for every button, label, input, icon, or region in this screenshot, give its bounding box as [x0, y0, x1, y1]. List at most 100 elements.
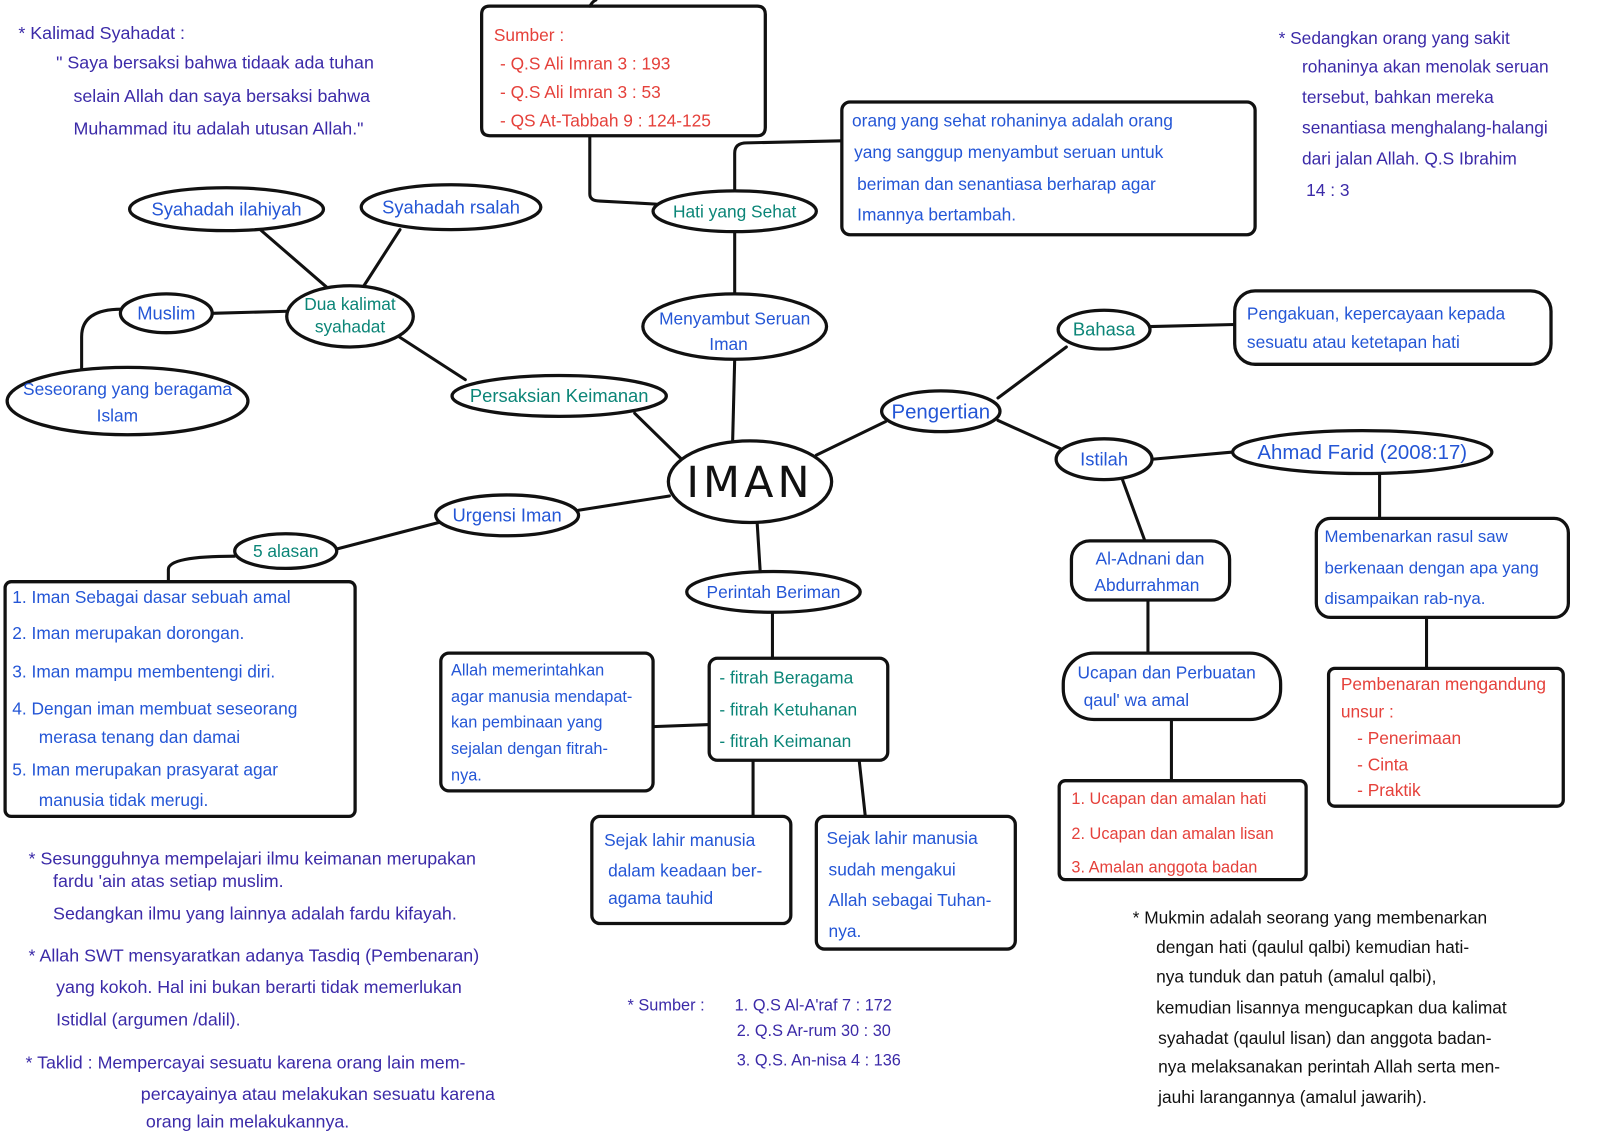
center-label: IMAN — [686, 458, 813, 508]
node-label: Syahadah rsalah — [382, 196, 520, 217]
link-istilah-al-adnani — [1120, 478, 1147, 543]
node-menyambut-seruan-iman: Menyambut Seruan Iman — [641, 292, 829, 361]
link-fitrah-tujuan — [651, 723, 711, 729]
node-iman-center: IMAN — [666, 439, 834, 525]
box-line: sesuatu atau ketetapan hati — [1247, 332, 1460, 352]
list-item: 5. Iman merupakan prasyarat agar — [12, 760, 278, 780]
note-line: nya melaksanakan perintah Allah serta me… — [1158, 1057, 1500, 1077]
note-line: * Taklid : Mempercayai sesuatu karena or… — [26, 1052, 466, 1072]
node-perintah-beriman: Perintah Beriman — [685, 569, 862, 614]
node-outline — [880, 389, 1002, 434]
note-line: * Sesungguhnya mempelajari ilmu keimanan… — [29, 848, 476, 868]
box-line: berkenaan dengan apa yang — [1324, 559, 1538, 578]
node-outline — [285, 284, 415, 349]
box-line: dalam keadaan ber- — [608, 861, 762, 881]
node-outline — [233, 532, 339, 571]
box-sejak-lahir-mengakui: Sejak lahir manusia sudah mengakui Allah… — [814, 814, 1017, 951]
link-hati-sehat-penjelasan — [733, 139, 844, 194]
node-seseorang-beragama-islam: Seseorang yang beragama Islam — [5, 365, 250, 437]
note-line: yang kokoh. Hal ini bukan berarti tidak … — [56, 977, 462, 997]
box-line: - fitrah Beragama — [719, 668, 853, 688]
box-outline — [1233, 289, 1553, 366]
node-outline — [685, 569, 862, 614]
box-rincian-ucapan-amalan: 1. Ucapan dan amalan hati 2. Ucapan dan … — [1057, 779, 1308, 882]
node-syahadah-ilahiyah: Syahadah ilahiyah — [127, 186, 326, 233]
box-definisi-bahasa: Pengakuan, kepercayaan kepada sesuatu at… — [1233, 289, 1553, 366]
node-hati-sehat: Hati yang Sehat — [651, 189, 818, 234]
link-dua-kalimat-persaksian — [394, 333, 467, 382]
note-line: " Saya bersaksi bahwa tidaak ada tuhan — [56, 52, 374, 72]
box-line: - fitrah Keimanan — [719, 731, 851, 751]
node-outline — [118, 292, 214, 335]
sumber-item: 2. Q.S Ar-rum 30 : 30 — [737, 1022, 891, 1040]
node-label: Ahmad Farid (2008:17) — [1257, 442, 1467, 464]
node-label: Abdurrahman — [1094, 575, 1199, 595]
box-definisi-ahmad-farid: Membenarkan rasul saw berkenaan dengan a… — [1314, 516, 1570, 620]
list-item: merasa tenang dan damai — [39, 727, 240, 747]
note-line: kemudian lisannya mengucapkan dua kalima… — [1156, 997, 1507, 1017]
link-iman-perintah — [755, 520, 762, 574]
node-5-alasan: 5 alasan — [233, 532, 339, 571]
link-istilah-ahmad-farid — [1150, 450, 1235, 461]
node-outline — [641, 292, 829, 361]
link-iman-urgensi — [577, 494, 671, 512]
connector-lines — [80, 134, 1429, 818]
link-persaksian-iman — [633, 411, 684, 461]
note-line: syahadat (qaulul lisan) dan anggota bada… — [1158, 1028, 1491, 1048]
note-line: rohaninya akan menolak seruan — [1302, 56, 1549, 76]
box-line: Pengakuan, kepercayaan kepada — [1247, 303, 1506, 323]
node-outline — [666, 439, 834, 525]
node-label: Hati yang Sehat — [673, 201, 796, 221]
link-pengertian-bahasa — [996, 345, 1068, 400]
note-line: tersebut, bahkan mereka — [1302, 87, 1494, 107]
node-outline — [1054, 437, 1154, 482]
node-dua-kalimat-syahadat: Dua kalimat syahadat — [285, 284, 415, 349]
node-urgensi-iman: Urgensi Iman — [434, 493, 581, 538]
box-line: disampaikan rab-nya. — [1324, 589, 1485, 608]
node-label: Istilah — [1080, 448, 1128, 469]
box-line: - Cinta — [1357, 754, 1408, 774]
note-mukmin: * Mukmin adalah seorang yang membenarkan… — [1133, 908, 1507, 1108]
sumber-box-hati-sehat: Sumber : - Q.S Ali Imran 3 : 193 - Q.S A… — [480, 0, 767, 138]
link-ilahiyah-dua-kalimat — [258, 228, 331, 291]
link-muslim-seseorang — [80, 307, 123, 370]
note-fardu-ain: * Sesungguhnya mempelajari ilmu keimanan… — [29, 848, 476, 923]
note-kalimat-syahadat: * Kalimad Syahadat : " Saya bersaksi bah… — [18, 23, 374, 139]
note-line: dengan hati (qaulul qalbi) kemudian hati… — [1156, 937, 1469, 957]
node-label: Menyambut Seruan — [659, 309, 810, 329]
sumber-item: - Q.S Ali Imran 3 : 53 — [500, 82, 661, 102]
box-line: Allah sebagai Tuhan- — [829, 890, 992, 910]
node-syahadah-risalah: Syahadah rsalah — [359, 183, 543, 232]
note-taklid: * Taklid : Mempercayai sesuatu karena or… — [26, 1052, 495, 1131]
note-sakit-rohani: * Sedangkan orang yang sakit rohaninya a… — [1279, 28, 1549, 200]
note-line: percayainya atau melakukan sesuatu karen… — [141, 1084, 495, 1104]
node-outline — [1061, 651, 1283, 722]
node-outline — [5, 365, 250, 437]
box-line: agar manusia mendapat- — [451, 688, 632, 706]
link-alasan-list — [166, 554, 237, 584]
node-label: Perintah Beriman — [707, 582, 841, 602]
box-line: 1. Ucapan dan amalan hati — [1071, 790, 1266, 808]
sumber-label: Sumber : — [494, 25, 564, 45]
link-iman-pengertian — [814, 419, 888, 457]
link-pengertian-istilah — [996, 418, 1063, 451]
node-label: Pengertian — [891, 401, 990, 423]
box-line: sudah mengakui — [829, 860, 956, 880]
note-line: * Mukmin adalah seorang yang membenarkan — [1133, 908, 1487, 928]
node-label: Syahadah ilahiyah — [152, 198, 302, 219]
box-line: Sejak lahir manusia — [604, 830, 756, 850]
link-sumber-hati-sehat — [588, 134, 658, 206]
sumber-item: - QS At-Tabbah 9 : 124-125 — [500, 111, 711, 131]
node-label: qaul' wa amal — [1084, 690, 1189, 710]
box-line: nya. — [829, 921, 862, 941]
box-outline — [480, 4, 767, 138]
box-line: unsur : — [1341, 701, 1394, 721]
box-line: nya. — [451, 767, 482, 785]
link-muslim-dua-kalimat — [210, 309, 290, 315]
note-sumber-perintah: * Sumber : 1. Q.S Al-A'raf 7 : 172 2. Q.… — [628, 996, 901, 1069]
note-line: senantiasa menghalang-halangi — [1302, 118, 1548, 138]
sumber-label: * Sumber : — [628, 996, 705, 1014]
note-line: * Kalimad Syahadat : — [18, 23, 185, 43]
list-item: 2. Iman merupakan dorongan. — [12, 623, 244, 643]
box-line: 2. Ucapan dan amalan lisan — [1071, 825, 1273, 843]
